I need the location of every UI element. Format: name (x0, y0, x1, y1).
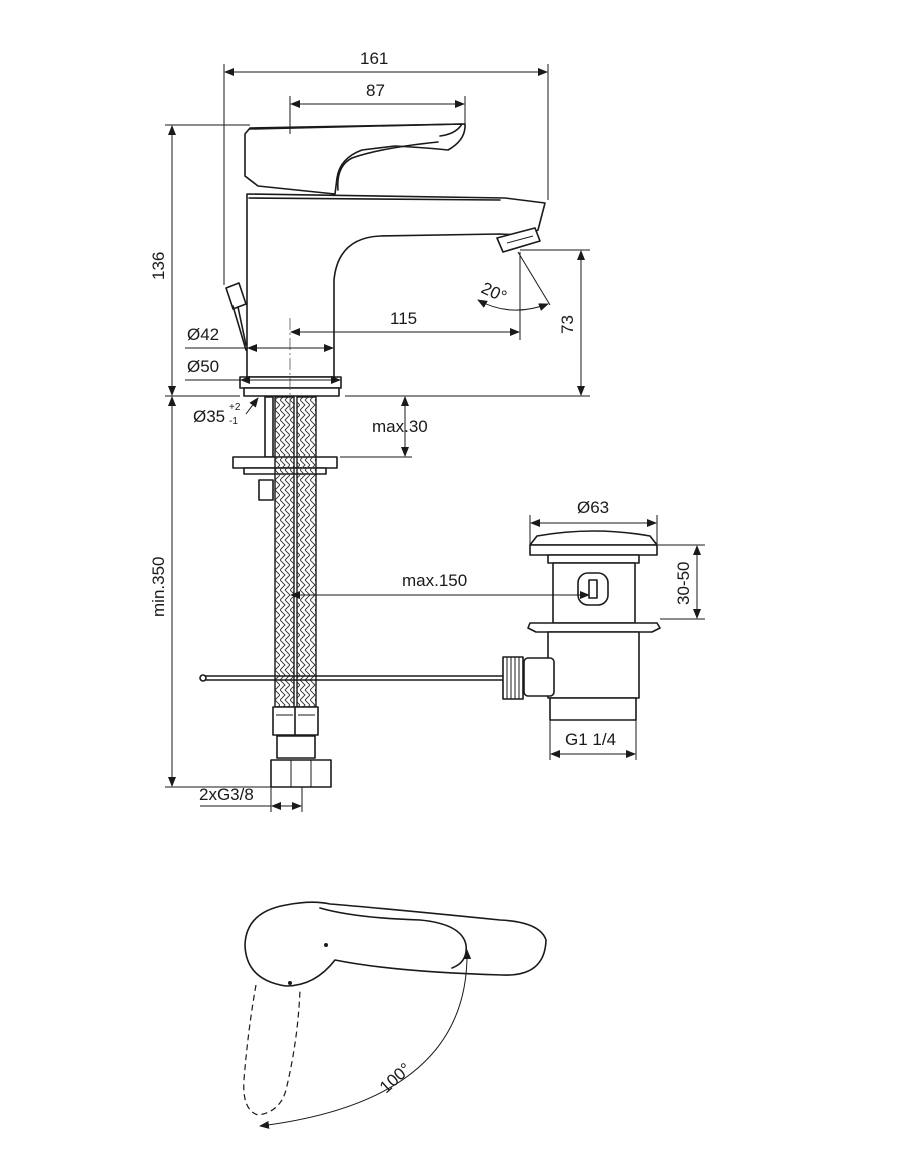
dim-max-30: max.30 (372, 417, 428, 436)
mounting-parts (199, 396, 506, 788)
waste-nut (527, 622, 661, 633)
pop-up-waste (502, 530, 661, 721)
dim-30-50: 30-50 (674, 562, 693, 605)
waste-cap (529, 530, 658, 546)
base-ring (239, 376, 342, 389)
dim-max-150: max.150 (402, 571, 467, 590)
dim-161: 161 (360, 49, 388, 68)
dimension-lines (165, 64, 705, 812)
faucet-side-view (225, 123, 546, 410)
hose-nut (270, 759, 332, 788)
dim-73: 73 (558, 315, 577, 334)
handle-dashed-rotated (243, 984, 301, 1116)
hose-right (296, 396, 317, 708)
dim-min-350: min.350 (149, 557, 168, 617)
dim-115: 115 (390, 309, 417, 328)
dim-dia-50: Ø50 (187, 357, 219, 376)
faucet-top-view (243, 901, 547, 1129)
dim-dia-42: Ø42 (187, 325, 219, 344)
rod-coupling (502, 656, 524, 700)
tolerance-plus: +2 (229, 402, 241, 413)
rotation-arc (259, 949, 472, 1129)
dim-angle-100: 100° (376, 1059, 415, 1097)
hose-left (274, 396, 295, 708)
handle-top (244, 901, 547, 987)
dim-dia-35: Ø35 (193, 407, 225, 426)
dim-87: 87 (366, 81, 385, 100)
lever-handle (244, 123, 466, 195)
dim-dia-63: Ø63 (577, 498, 609, 517)
dim-g1-1-4: G1 1/4 (565, 730, 616, 749)
popup-knob (225, 282, 247, 310)
tolerance-minus: -1 (229, 416, 238, 427)
dim-136: 136 (149, 252, 168, 280)
dimension-labels: 161 87 136 115 20° 73 Ø42 Ø50 Ø35 +2 -1 … (149, 49, 693, 1097)
dim-2x-g3-8: 2xG3/8 (199, 785, 254, 804)
